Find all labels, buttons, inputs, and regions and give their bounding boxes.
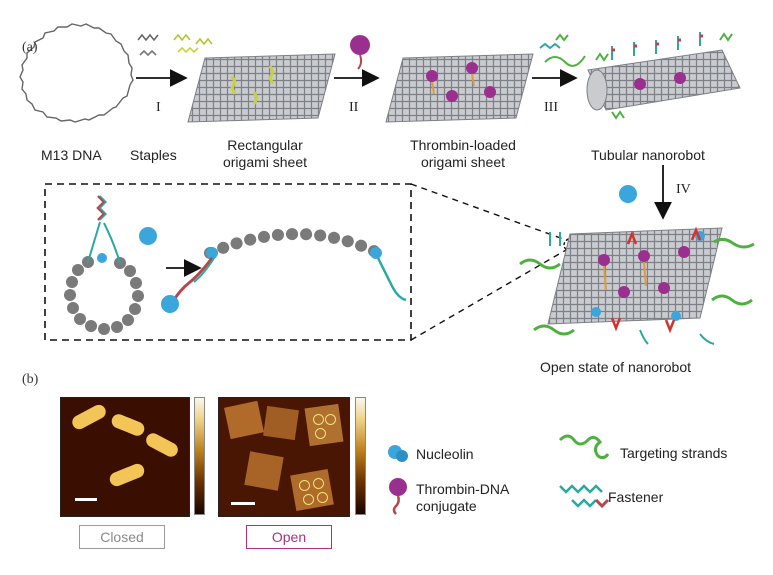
step-label-1: I (156, 100, 161, 115)
nucleolin-inset-icon (139, 227, 157, 245)
scale-bar-open (231, 502, 255, 505)
step-label-3: III (544, 100, 558, 115)
legend-nucleolin-icon (388, 445, 408, 462)
legend-targeting-label: Targeting strands (620, 445, 728, 461)
scale-bar-closed (75, 498, 97, 501)
colorbar-open (355, 397, 366, 515)
step-label-2: II (349, 100, 359, 115)
targeting-and-fastener-strands (539, 33, 586, 67)
thrombin-molecule-icon (350, 35, 370, 55)
thrombin-loaded-sheet (385, 53, 534, 123)
afm-open-image (218, 397, 350, 517)
panel-a-tag: (a) (22, 40, 38, 55)
colorbar-closed (194, 397, 205, 515)
legend-fastener-icon (559, 484, 610, 509)
legend-thrombin-label-line1: Thrombin-DNA (416, 481, 510, 497)
label-tubular-nanorobot: Tubular nanorobot (591, 147, 705, 163)
legend-targeting-icon (558, 434, 610, 460)
label-rectangular-line1: Rectangular (227, 137, 303, 153)
nucleolin-molecule-icon (619, 185, 637, 203)
step-label-4: IV (676, 182, 691, 197)
label-thrombin-sheet-line2: origami sheet (420, 154, 506, 170)
rectangular-origami-sheet (187, 53, 336, 123)
open-state-sheet (519, 226, 755, 345)
legend-fastener-label: Fastener (608, 489, 664, 505)
fastener-closed-diagram (64, 195, 144, 335)
closed-state-label: Closed (79, 525, 165, 549)
m13-dna-icon (19, 23, 134, 123)
open-state-label: Open (246, 525, 332, 549)
staples-icon (137, 33, 213, 57)
panel-b-tag: (b) (22, 372, 39, 387)
zoom-inset-box (44, 183, 412, 341)
label-m13-dna: M13 DNA (41, 147, 102, 163)
legend-nucleolin-label: Nucleolin (416, 446, 474, 462)
label-rectangular-line2: origami sheet (222, 154, 308, 170)
label-open-state: Open state of nanorobot (540, 359, 691, 375)
label-staples: Staples (130, 147, 177, 163)
afm-closed-image (60, 397, 190, 517)
legend-thrombin-icon (389, 478, 407, 515)
label-thrombin-sheet-line1: Thrombin-loaded (410, 137, 516, 153)
legend-thrombin-label-line2: conjugate (416, 498, 477, 514)
fastener-open-diagram (161, 228, 407, 313)
tubular-nanorobot (586, 32, 741, 120)
